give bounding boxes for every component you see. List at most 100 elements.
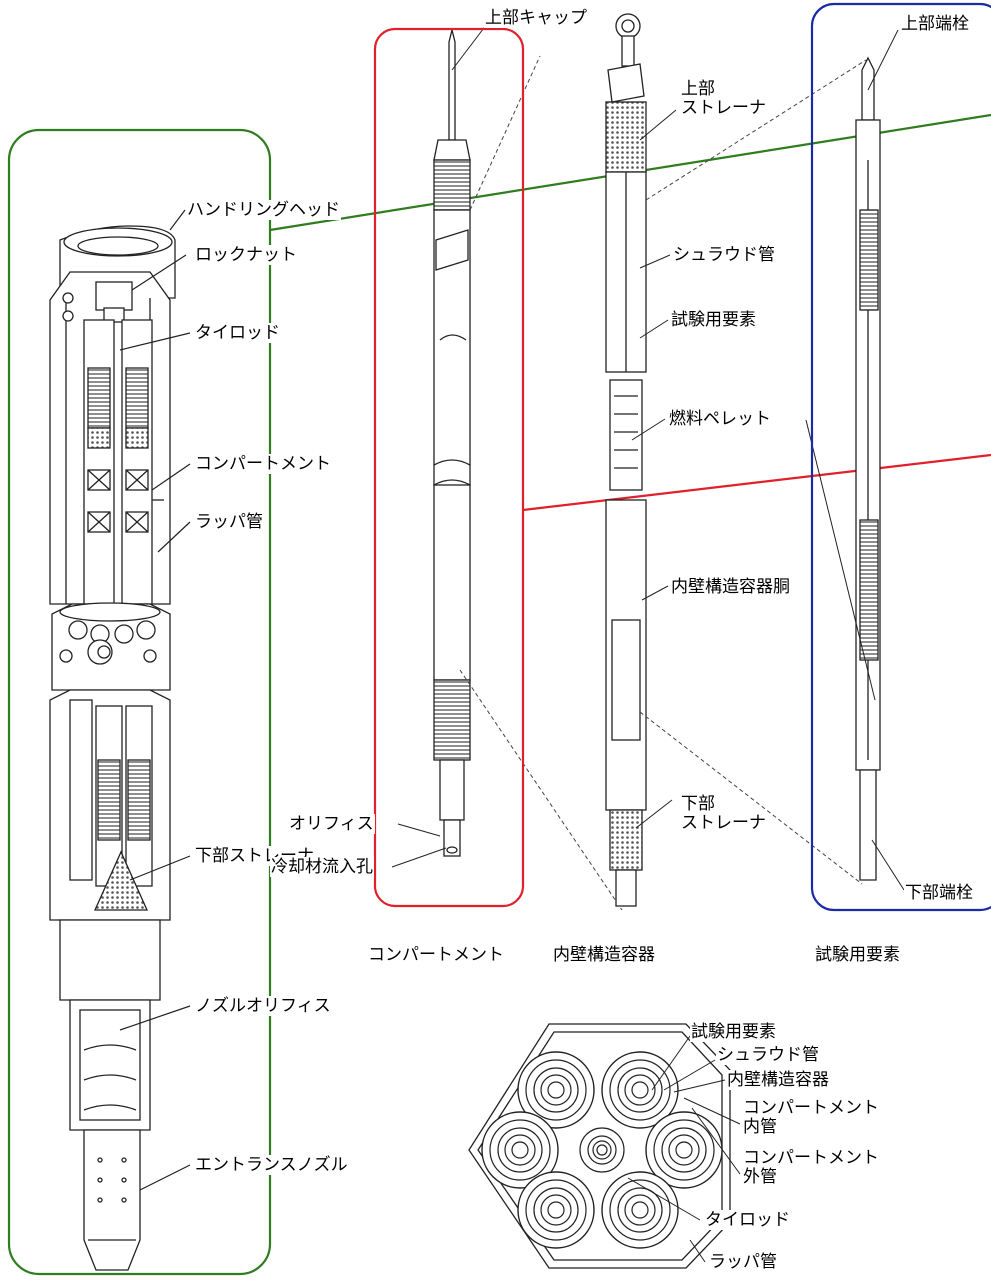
lower-strainer-container <box>609 809 643 871</box>
xs-ring <box>675 1141 693 1159</box>
xs-ring <box>547 1081 565 1099</box>
xs-ring <box>511 1141 529 1159</box>
xs-label-inner-container: 内壁構造容器 <box>726 1070 830 1090</box>
xs-ring <box>517 1171 595 1249</box>
xs-label-comp-inner-line1: コンパートメント <box>743 1098 879 1118</box>
container-leaders <box>631 109 677 829</box>
label-tie-rod: タイロッド <box>194 323 281 343</box>
xs-ring <box>497 1127 543 1173</box>
xs-label-wrapper-tube: ラッパ管 <box>708 1252 778 1272</box>
label-lower-strainer-line1: 下部 <box>681 794 715 814</box>
xs-tie-rod <box>579 1127 625 1173</box>
cross-section-compartments <box>481 1051 723 1249</box>
xs-ring <box>489 1119 551 1181</box>
xs-ring <box>624 1074 656 1106</box>
xs-ring <box>533 1187 579 1233</box>
xs-ring <box>517 1051 595 1129</box>
label-handling-head: ハンドリングヘッド <box>186 200 341 220</box>
xs-ring <box>624 1194 656 1226</box>
xs-ring <box>547 1201 565 1219</box>
test-element-drawing <box>855 56 881 881</box>
xs-compartment <box>517 1171 595 1249</box>
label-wrapper-tube: ラッパ管 <box>194 512 264 532</box>
xs-label-comp-outer: コンパートメント 外管 <box>742 1149 880 1187</box>
xs-tie-rod-ring <box>592 1140 612 1160</box>
xs-tie-rod-ring <box>596 1144 608 1156</box>
assembly-leaders <box>119 209 191 1191</box>
label-upper-cap: 上部キャップ <box>484 8 588 28</box>
label-test-element: 試験用要素 <box>670 310 757 330</box>
compartment-drawing <box>433 29 471 857</box>
xs-ring <box>540 1194 572 1226</box>
entrance-nozzle-shape <box>83 1129 141 1271</box>
label-upper-strainer: 上部 ストレーナ <box>680 80 767 118</box>
lower-end-plug-shape <box>859 769 877 881</box>
xs-ring <box>668 1134 700 1166</box>
xs-ring <box>661 1127 707 1173</box>
compartment-right <box>121 319 153 605</box>
caption-test-element: 試験用要素 <box>815 945 900 965</box>
xs-ring <box>481 1111 559 1189</box>
label-coolant-inlet: 冷却材流入孔 <box>270 857 374 877</box>
label-compartment: コンパートメント <box>194 454 332 474</box>
xs-ring <box>617 1187 663 1233</box>
fuel-pellet-stack <box>609 379 643 491</box>
compartment-connector <box>522 453 991 512</box>
label-nozzle-orifice: ノズルオリフィス <box>194 996 332 1016</box>
xs-label-comp-outer-line1: コンパートメント <box>743 1148 879 1168</box>
compartment-left <box>83 319 115 605</box>
upper-strainer-shape <box>605 101 647 173</box>
test-element-frame <box>810 2 991 912</box>
compartment-frame <box>373 27 525 908</box>
xs-ring <box>525 1179 587 1241</box>
label-upper-strainer-line1: 上部 <box>681 79 715 99</box>
label-orifice: オリフィス <box>288 814 375 834</box>
xs-ring <box>609 1059 671 1121</box>
label-shroud-tube: シュラウド管 <box>672 245 776 265</box>
xs-compartment <box>601 1171 679 1249</box>
xs-tie-rod-ring <box>579 1127 625 1173</box>
xs-label-comp-outer-line2: 外管 <box>743 1167 777 1187</box>
caption-compartment: コンパートメント <box>368 945 504 965</box>
compartment-gap <box>433 459 471 487</box>
xs-label-shroud-tube: シュラウド管 <box>716 1045 820 1065</box>
label-lower-end-plug: 下部端栓 <box>904 883 974 903</box>
assembly-frame <box>7 128 272 1276</box>
xs-ring <box>533 1067 579 1113</box>
lock-nut-shape <box>95 281 133 311</box>
xs-label-test-element: 試験用要素 <box>690 1022 777 1042</box>
xs-ring <box>617 1067 663 1113</box>
inner-container-drawing <box>605 13 647 907</box>
xs-ring <box>504 1134 536 1166</box>
xs-ring <box>540 1074 572 1106</box>
label-inner-wall-body: 内壁構造容器胴 <box>670 577 791 597</box>
label-lower-strainer-line2: ストレーナ <box>681 813 766 833</box>
upper-cap-rod <box>448 29 456 141</box>
xs-ring <box>631 1201 649 1219</box>
xs-label-comp-inner: コンパートメント 内管 <box>742 1099 880 1137</box>
compartment-projection-lines <box>459 55 623 911</box>
element-leaders <box>805 29 905 891</box>
xs-compartment <box>517 1051 595 1129</box>
label-upper-end-plug: 上部端栓 <box>900 14 970 34</box>
xs-ring <box>653 1119 715 1181</box>
xs-tie-rod-ring <box>587 1135 617 1165</box>
xs-compartment <box>601 1051 679 1129</box>
caption-inner-container: 内壁構造容器 <box>553 945 655 965</box>
lower-strainer-cone <box>93 850 149 911</box>
xs-ring <box>601 1051 679 1129</box>
label-lower-strainer-container: 下部 ストレーナ <box>680 795 767 833</box>
container-projection-lines <box>639 59 867 885</box>
coolant-inlet-shape <box>443 819 461 857</box>
xs-ring <box>609 1179 671 1241</box>
label-entrance-nozzle: エントランスノズル <box>194 1155 349 1175</box>
fuel-assembly-drawing <box>49 225 176 1271</box>
xs-ring <box>525 1059 587 1121</box>
xs-label-tie-rod: タイロッド <box>704 1210 791 1230</box>
xs-ring <box>601 1171 679 1249</box>
xs-compartment <box>481 1111 559 1189</box>
label-upper-strainer-line2: ストレーナ <box>681 98 766 118</box>
xs-ring <box>631 1081 649 1099</box>
